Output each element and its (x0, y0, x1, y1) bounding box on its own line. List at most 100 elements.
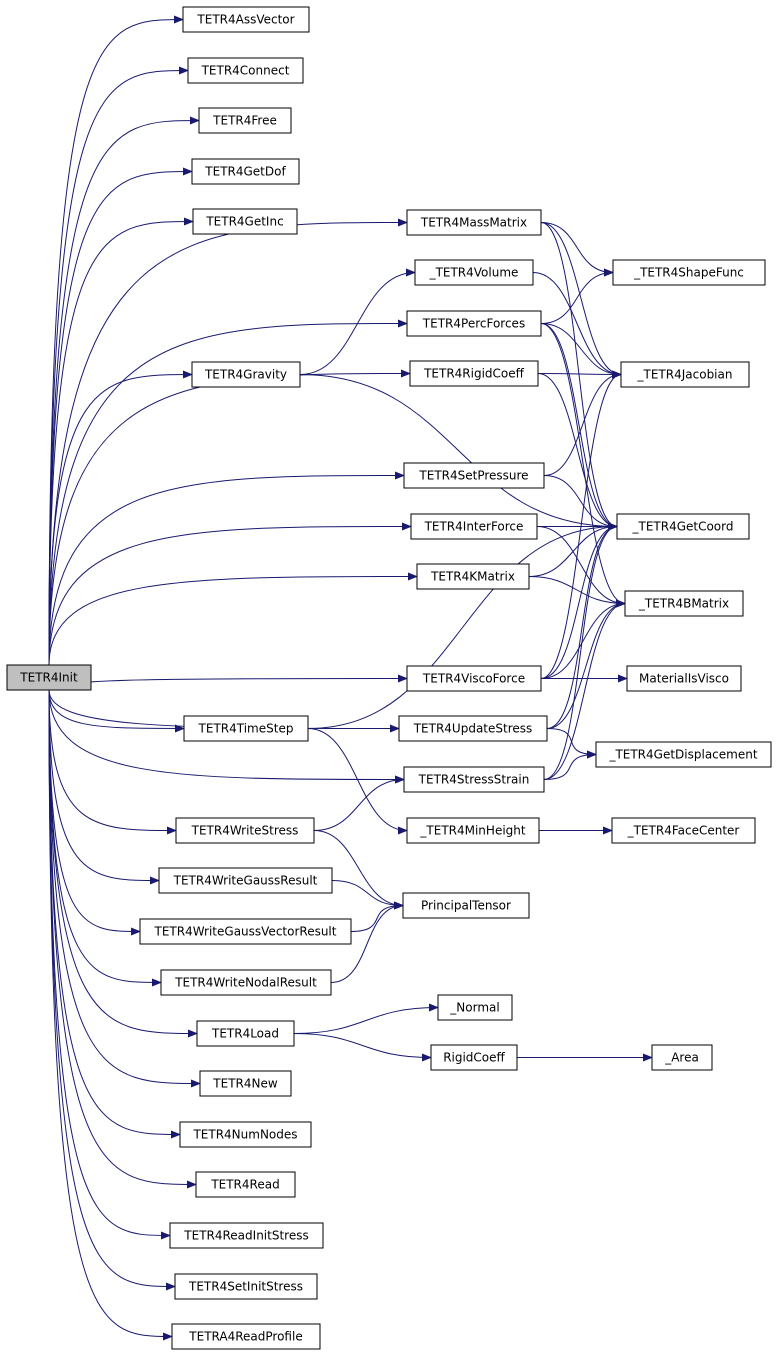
node-tetr4getdof[interactable]: TETR4GetDof (191, 158, 300, 185)
node-tetr4getdisplacement[interactable]: _TETR4GetDisplacement (595, 741, 772, 768)
edge-line (540, 323, 626, 608)
node-tetr4new[interactable]: TETR4New (199, 1070, 292, 1097)
node-tetr4connect[interactable]: TETR4Connect (187, 57, 304, 84)
node-box[interactable] (195, 1171, 296, 1198)
node-box[interactable] (160, 969, 332, 996)
node-tetr4timestep[interactable]: TETR4TimeStep (183, 715, 309, 742)
node-box[interactable] (406, 817, 540, 844)
node-label: TETR4New (212, 1077, 278, 1091)
edge-line (48, 689, 176, 1291)
node-tetr4rigidcoeff[interactable]: TETR4RigidCoeff (409, 360, 539, 387)
node-box[interactable] (196, 1020, 295, 1047)
node-tetr4minheight[interactable]: _TETR4MinHeight (406, 817, 540, 844)
node-box[interactable] (398, 715, 548, 742)
node-tetr4jacobian[interactable]: _TETR4Jacobian (620, 361, 750, 388)
node-box[interactable] (626, 665, 742, 692)
node-box[interactable] (169, 1222, 324, 1249)
node-box[interactable] (406, 310, 542, 337)
node-box[interactable] (416, 563, 530, 590)
node-box[interactable] (409, 360, 539, 387)
node-tetr4readinitstress[interactable]: TETR4ReadInitStress (169, 1222, 324, 1249)
node-tetr4assvector[interactable]: TETR4AssVector (182, 6, 310, 33)
node-tetr4massmatrix[interactable]: TETR4MassMatrix (406, 209, 542, 236)
node-area[interactable]: _Area (651, 1044, 713, 1071)
node-box[interactable] (174, 1273, 318, 1300)
node-box[interactable] (437, 994, 513, 1021)
node-tetr4volume[interactable]: _TETR4Volume (414, 259, 534, 286)
node-tetr4writegaussresult[interactable]: TETR4WriteGaussResult (158, 867, 333, 894)
node-tetr4writenodalresult[interactable]: TETR4WriteNodalResult (160, 969, 332, 996)
node-tetr4viscoforce[interactable]: TETR4ViscoForce (406, 665, 542, 692)
node-tetr4free[interactable]: TETR4Free (198, 107, 292, 134)
edge-tetr4init-to-tetr4setpressure (48, 471, 405, 666)
node-box[interactable] (406, 209, 542, 236)
node-label: _TETR4Volume (429, 266, 519, 280)
node-box[interactable] (612, 259, 766, 286)
node-tetr4percforces[interactable]: TETR4PercForces (406, 310, 542, 337)
node-box[interactable] (198, 107, 292, 134)
node-tetr4init[interactable]: TETR4Init (6, 664, 92, 691)
edge-line (48, 522, 412, 666)
edge-line (48, 689, 160, 885)
node-box[interactable] (179, 1121, 312, 1148)
node-tetr4setpressure[interactable]: TETR4SetPressure (403, 462, 545, 489)
node-tetr4load[interactable]: TETR4Load (196, 1020, 295, 1047)
edge-line (537, 373, 618, 531)
edge-tetr4init-to-tetr4free (48, 116, 200, 666)
node-tetr4getinc[interactable]: TETR4GetInc (192, 208, 298, 235)
node-box[interactable] (595, 741, 772, 768)
node-box[interactable] (175, 817, 315, 844)
node-tetr4stressstrain[interactable]: TETR4StressStrain (403, 766, 545, 793)
node-tetr4updatestress[interactable]: TETR4UpdateStress (398, 715, 548, 742)
node-box[interactable] (624, 590, 744, 617)
node-tetr4numnodes[interactable]: TETR4NumNodes (179, 1121, 312, 1148)
node-tetr4kmatrix[interactable]: TETR4KMatrix (416, 563, 530, 590)
node-tetr4interforce[interactable]: TETR4InterForce (410, 513, 538, 540)
node-box[interactable] (414, 259, 534, 286)
node-tetr4gravity[interactable]: TETR4Gravity (191, 361, 301, 388)
node-box[interactable] (192, 208, 298, 235)
node-box[interactable] (183, 715, 309, 742)
node-box[interactable] (402, 892, 530, 919)
node-box[interactable] (6, 664, 92, 691)
edge-line (528, 576, 626, 608)
node-label: TETR4GetInc (205, 215, 283, 229)
node-tetr4bmatrix[interactable]: _TETR4BMatrix (624, 590, 744, 617)
node-box[interactable] (403, 462, 545, 489)
node-tetr4writestress[interactable]: TETR4WriteStress (175, 817, 315, 844)
node-tetr4getcoord[interactable]: _TETR4GetCoord (616, 513, 750, 540)
node-box[interactable] (403, 766, 545, 793)
node-box[interactable] (651, 1044, 713, 1071)
node-tetra4readprofile[interactable]: TETRA4ReadProfile (171, 1323, 321, 1350)
node-box[interactable] (616, 513, 750, 540)
edge-line (48, 167, 193, 666)
node-normal[interactable]: _Normal (437, 994, 513, 1021)
node-box[interactable] (158, 867, 333, 894)
node-materialisvisco[interactable]: MaterialIsVisco (626, 665, 742, 692)
node-box[interactable] (430, 1044, 518, 1071)
edge-line (48, 319, 408, 666)
node-tetr4writegaussvectorresult[interactable]: TETR4WriteGaussVectorResult (139, 918, 352, 945)
node-box[interactable] (406, 665, 542, 692)
edge-line (537, 370, 622, 379)
edge-line (543, 599, 626, 780)
node-tetr4shapefunc[interactable]: _TETR4ShapeFunc (612, 259, 766, 286)
node-tetr4facecenter[interactable]: _TETR4FaceCenter (611, 817, 756, 844)
node-tetr4read[interactable]: TETR4Read (195, 1171, 296, 1198)
node-label: TETR4Gravity (204, 368, 287, 382)
node-box[interactable] (410, 513, 538, 540)
node-tetr4setinitstress[interactable]: TETR4SetInitStress (174, 1273, 318, 1300)
node-box[interactable] (191, 361, 301, 388)
node-box[interactable] (620, 361, 750, 388)
node-box[interactable] (171, 1323, 321, 1350)
node-box[interactable] (187, 57, 304, 84)
node-box[interactable] (611, 817, 756, 844)
node-box[interactable] (182, 6, 310, 33)
node-label: TETR4GetDof (204, 165, 286, 179)
node-box[interactable] (139, 918, 352, 945)
node-box[interactable] (199, 1070, 292, 1097)
edge-line (307, 728, 408, 835)
node-principaltensor[interactable]: PrincipalTensor (402, 892, 530, 919)
node-box[interactable] (191, 158, 300, 185)
node-rigidcoeff[interactable]: RigidCoeff (430, 1044, 518, 1071)
